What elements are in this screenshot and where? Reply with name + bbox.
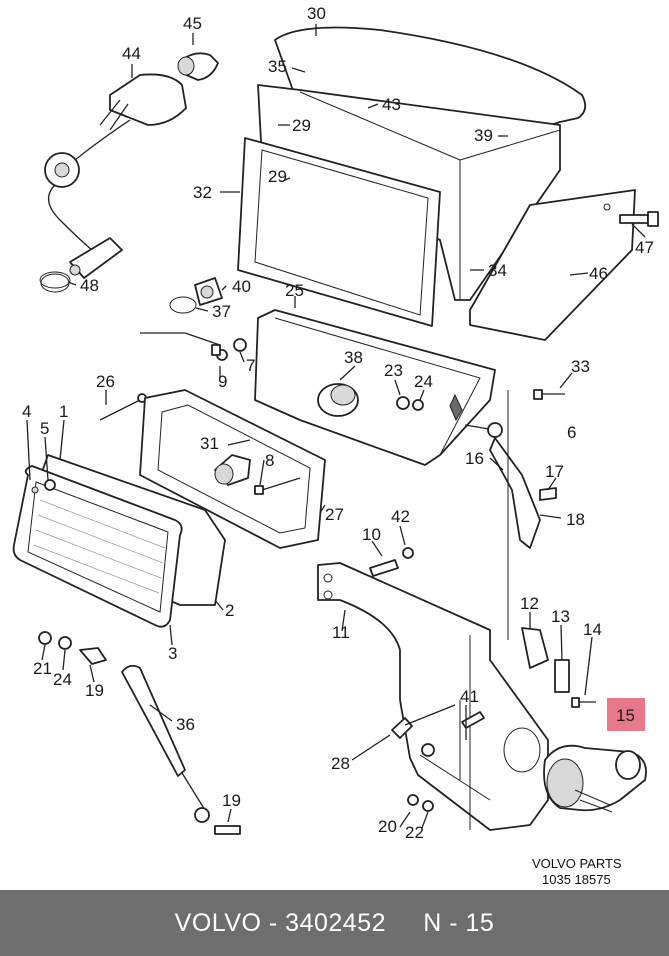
callout-21: 21 [33, 659, 52, 678]
footer-part-number: 3402452 [285, 908, 386, 937]
callout-1: 1 [59, 402, 68, 421]
exploded-parts-diagram: 30 45 44 35 43 29 39 29 29 30 32 47 34 4… [12, 4, 659, 887]
footer-ref: N - 15 [423, 908, 495, 937]
callout-26: 26 [96, 372, 115, 391]
callout-12: 12 [520, 594, 539, 613]
callout-22: 22 [405, 823, 424, 842]
leader-lines [26, 24, 646, 829]
callout-23: 23 [384, 361, 403, 380]
callout-19-upper: 19 [85, 681, 104, 700]
callout-15: 15 [616, 706, 635, 725]
callout-39: 39 [474, 126, 493, 145]
callout-labels: 30 45 44 35 43 29 39 29 29 30 32 47 34 4… [22, 4, 654, 842]
callout-18: 18 [566, 510, 585, 529]
callout-6: 6 [567, 423, 576, 442]
callout-47: 47 [635, 238, 654, 257]
callout-35: 35 [268, 57, 287, 76]
callout-20: 20 [378, 817, 397, 836]
callout-11: 11 [332, 623, 350, 642]
callout-46: 46 [589, 264, 608, 283]
callout-43: 43 [382, 95, 401, 114]
callout-27: 27 [325, 505, 344, 524]
part-reflector-housing [254, 309, 496, 466]
callout-14: 14 [583, 620, 602, 639]
callout-28: 28 [331, 754, 350, 773]
footer-gap [386, 909, 423, 938]
callout-24-upper: 24 [414, 372, 433, 391]
part-linkage-arm [489, 437, 541, 549]
part-frame [237, 137, 441, 327]
callout-17: 17 [545, 462, 564, 481]
part-gas-strut [121, 664, 186, 777]
callout-24-lower: 24 [53, 670, 72, 689]
callout-34: 34 [488, 261, 507, 280]
callout-forty-one: 41 [460, 687, 479, 706]
callout-2: 2 [225, 601, 234, 620]
part-lower-bracket [317, 562, 549, 831]
part-headlamp-glass [12, 465, 183, 628]
catalog-stamp: VOLVO PARTS 1035 18575 [532, 856, 622, 887]
parts-illustration [12, 26, 659, 835]
callout-3: 3 [168, 644, 177, 663]
callout-44: 44 [122, 44, 141, 63]
callout-19-lower: 19 [222, 791, 241, 810]
callout-31: 31 [200, 434, 219, 453]
part-side-bracket [469, 189, 636, 341]
callout-29-mid: 29 [268, 167, 287, 186]
callout-29-top: 29 [292, 116, 311, 135]
footer-brand: VOLVO [174, 908, 262, 937]
callout-25: 25 [285, 281, 304, 300]
callout-37: 37 [212, 302, 231, 321]
footer-dash: - [261, 908, 286, 937]
callout-5: 5 [40, 419, 49, 438]
stamp-line-1: VOLVO PARTS [532, 856, 622, 871]
callout-9: 9 [218, 372, 227, 391]
stamp-line-2: 1035 18575 [542, 872, 611, 887]
callout-4: 4 [22, 402, 31, 421]
callout-48: 48 [80, 276, 99, 295]
callout-7: 7 [246, 356, 255, 375]
callout-13: 13 [551, 607, 570, 626]
callout-30: 30 [307, 4, 326, 23]
callout-40: 40 [232, 277, 251, 296]
callout-16: 16 [465, 449, 484, 468]
callout-15-highlight [607, 698, 645, 731]
footer-bar: VOLVO - 3402452 N - 15 [0, 890, 669, 956]
callout-thirty-two: 32 [193, 183, 212, 202]
callout-33: 33 [571, 357, 590, 376]
part-connector-44 [109, 73, 187, 126]
callout-8: 8 [265, 451, 274, 470]
callout-38: 38 [344, 348, 363, 367]
callout-42: 42 [391, 507, 410, 526]
callout-thirty-six: 36 [176, 715, 195, 734]
callout-10: 10 [362, 525, 381, 544]
callout-45: 45 [183, 14, 202, 33]
